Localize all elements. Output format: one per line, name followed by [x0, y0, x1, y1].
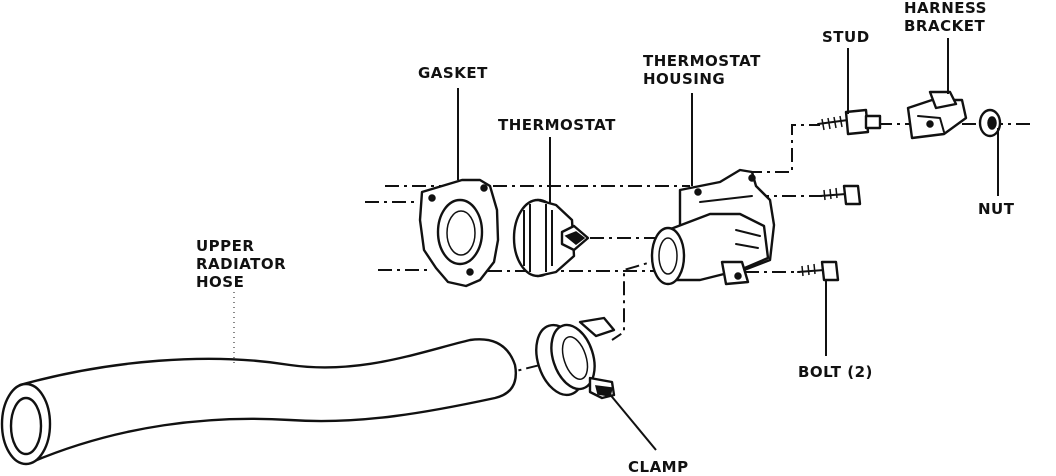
thermostat-housing	[650, 168, 776, 286]
bolt-upper	[819, 184, 862, 206]
label-upper-radiator-hose-line1: UPPER	[196, 237, 254, 255]
label-thermostat-housing-line2: HOUSING	[643, 70, 725, 88]
hose-clamp	[535, 316, 616, 400]
label-harness-bracket-line2: BRACKET	[904, 17, 985, 35]
upper-radiator-hose	[0, 338, 517, 466]
label-gasket: GASKET	[418, 64, 488, 82]
label-bolt: BOLT (2)	[798, 363, 873, 381]
label-stud: STUD	[822, 28, 870, 46]
label-harness-bracket-line1: HARNESS	[904, 0, 987, 17]
label-nut: NUT	[978, 200, 1015, 218]
bolt-lower	[797, 260, 840, 282]
nut	[978, 108, 1002, 138]
label-thermostat: THERMOSTAT	[498, 116, 616, 134]
leader-lines	[233, 38, 999, 451]
thermostat	[512, 198, 590, 278]
gasket	[418, 178, 500, 288]
label-clamp: CLAMP	[628, 458, 689, 476]
label-upper-radiator-hose-line3: HOSE	[196, 273, 244, 291]
stud	[817, 108, 882, 136]
labels: GASKET THERMOSTAT THERMOSTAT HOUSING STU…	[196, 0, 1015, 476]
label-thermostat-housing-line1: THERMOSTAT	[643, 52, 761, 70]
harness-bracket	[906, 90, 968, 140]
label-upper-radiator-hose-line2: RADIATOR	[196, 255, 286, 273]
